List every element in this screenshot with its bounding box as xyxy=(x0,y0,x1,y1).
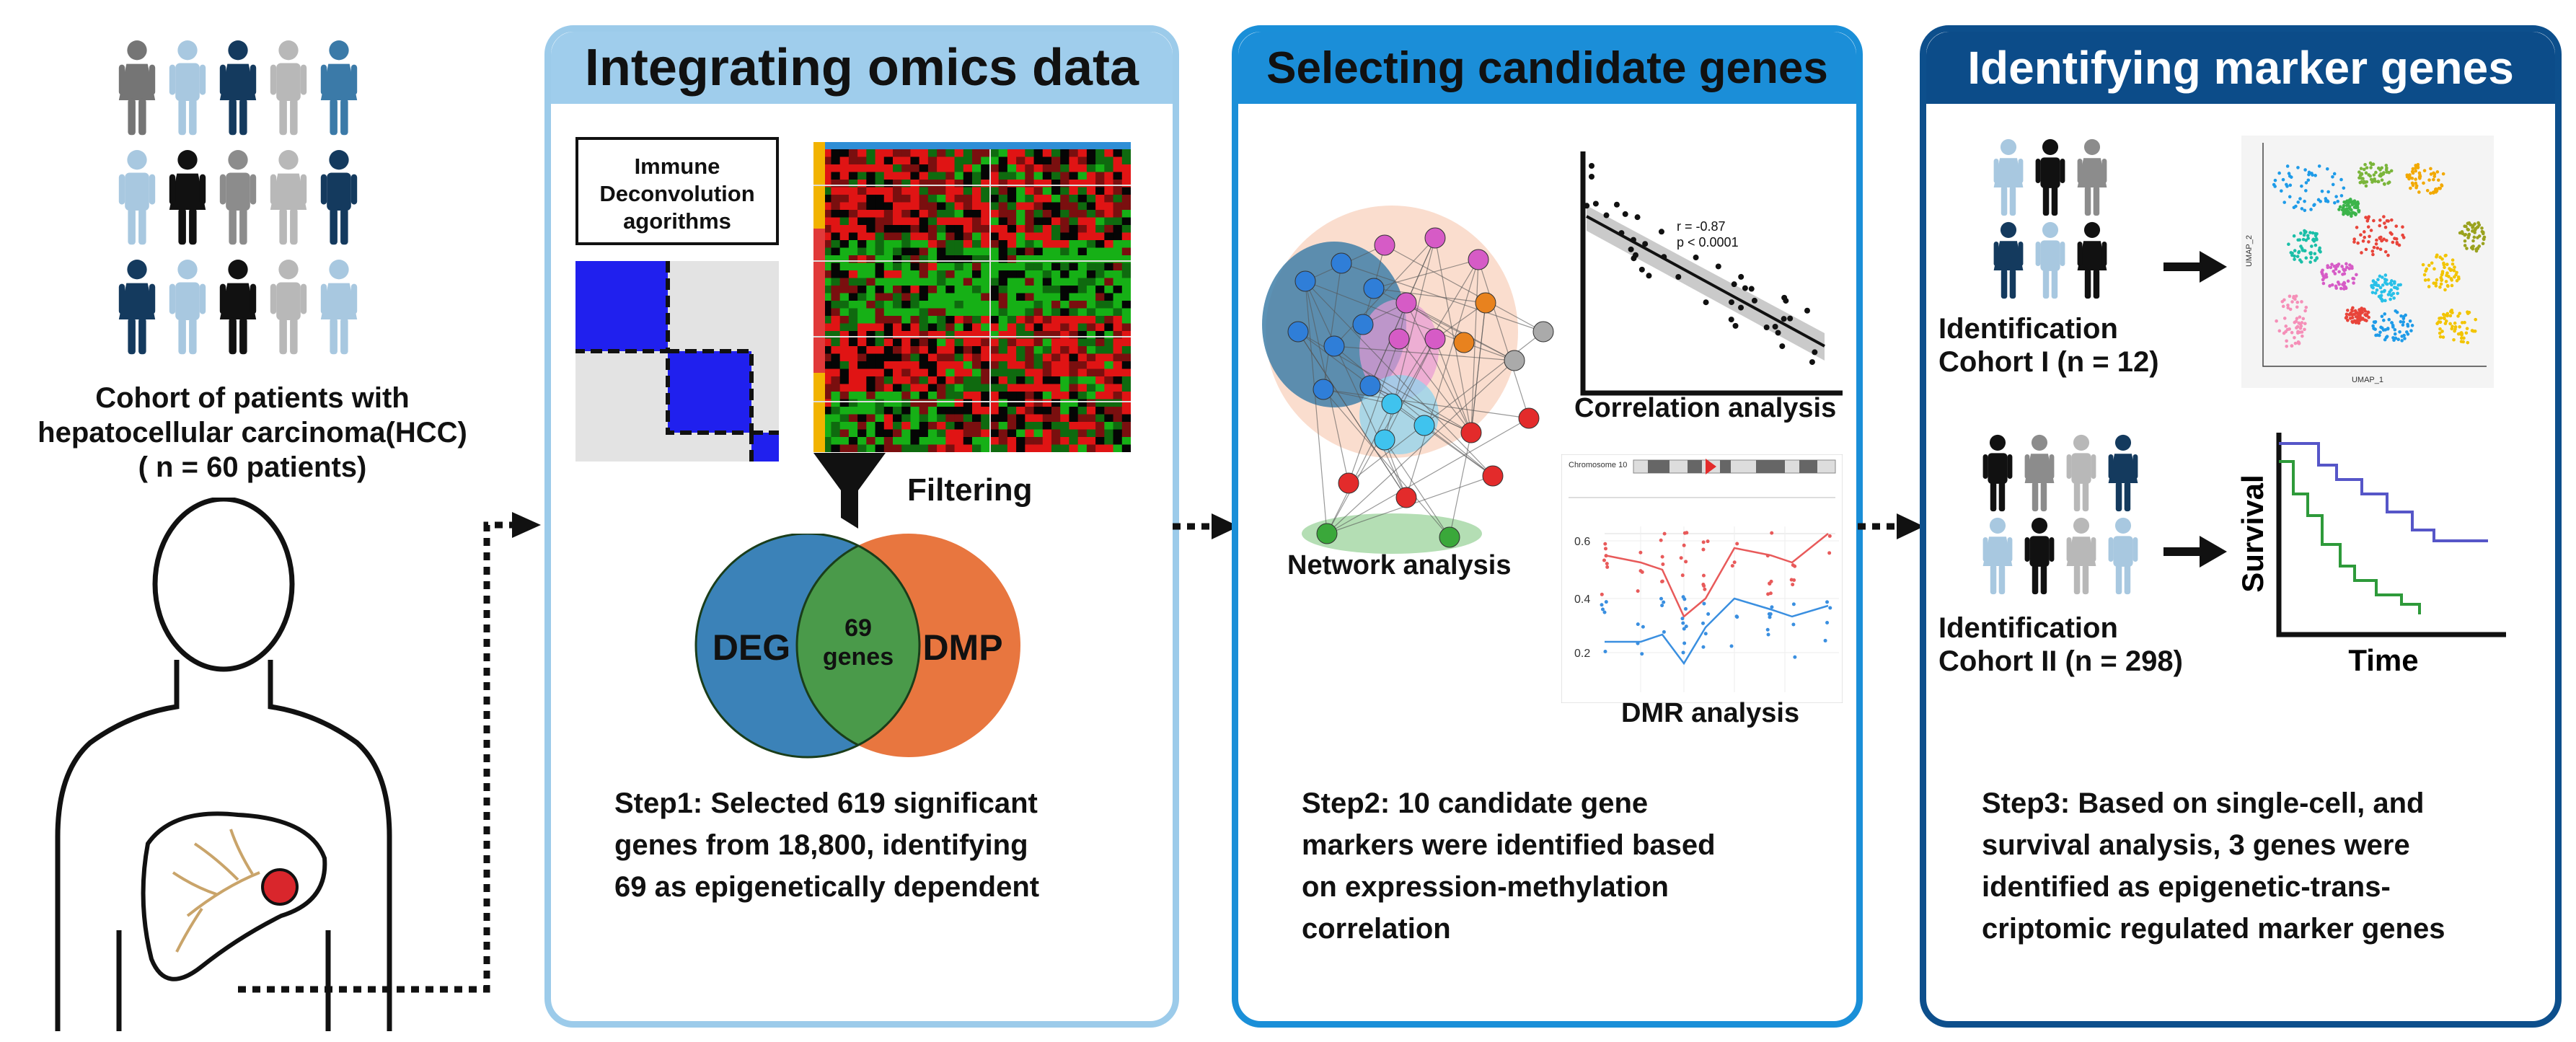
cohort2-person-icon xyxy=(2108,434,2138,512)
filtering-label: Filtering xyxy=(907,472,1033,508)
survival-xlabel: Time xyxy=(2348,643,2418,677)
cohort1-person-icon xyxy=(2035,221,2065,299)
cohort-people-icon xyxy=(118,40,358,355)
cohort-person-icon xyxy=(118,260,156,355)
step3-text: Step3: Based on single-cell, and surviva… xyxy=(1982,782,2445,950)
flow-connector-to-step2 xyxy=(1173,513,1239,539)
cohort2-line-2: Cohort II (n = 298) xyxy=(1938,645,2183,677)
dmr-analysis-label: DMR analysis xyxy=(1621,698,1800,728)
step1-line-2: genes from 18,800, identifying xyxy=(614,829,1028,861)
flow-connector-to-step3 xyxy=(1858,513,1924,539)
immune-deconvolution-box: Immune Deconvolution agorithms xyxy=(575,137,779,245)
survival-curve-icon: Survival Time xyxy=(2236,433,2506,677)
dmr-plot-icon: Chromosome 10 0.6 0.4 0.2 xyxy=(1561,454,1843,703)
immune-line-2: Deconvolution xyxy=(599,181,755,206)
cohort-person-icon xyxy=(320,260,358,355)
cohort-caption: Cohort of patients with hepatocellular c… xyxy=(0,381,505,485)
cohort2-people-icon xyxy=(1982,434,2138,595)
corr-p-label: p < 0.0001 xyxy=(1677,235,1739,250)
step2-line-4: correlation xyxy=(1302,913,1451,945)
survival-ylabel: Survival xyxy=(2236,474,2270,592)
cohort2-person-icon xyxy=(1982,434,2013,512)
arrow-right-icon-2 xyxy=(2163,536,2227,568)
step2-text: Step2: 10 candidate gene markers were id… xyxy=(1302,782,1716,950)
venn-overlap-count: 69 xyxy=(844,614,872,642)
immune-line-3: agorithms xyxy=(623,208,731,234)
panel-2-title: Selecting candidate genes xyxy=(1238,32,1856,104)
venn-deg-label: DEG xyxy=(713,627,790,668)
correlation-plot-icon: r = -0.87p < 0.0001 xyxy=(1580,151,1843,396)
cohort1-person-icon xyxy=(1993,138,2024,216)
cohort-person-icon xyxy=(118,40,156,136)
cohort1-people-icon xyxy=(1993,138,2107,299)
step1-line-1: Step1: Selected 619 significant xyxy=(614,787,1038,819)
umap-plot-icon: UMAP_1 UMAP_2 xyxy=(2241,136,2494,388)
cohort1-person-icon xyxy=(1993,221,2024,299)
step2-line-1: Step2: 10 candidate gene xyxy=(1302,787,1649,819)
cohort-person-icon xyxy=(219,150,257,245)
cohort-person-icon xyxy=(270,40,307,136)
corr-r-label: r = -0.87 xyxy=(1677,219,1726,234)
cohort-person-icon xyxy=(169,40,206,136)
block-matrix-icon xyxy=(575,261,779,462)
network-analysis-label: Network analysis xyxy=(1287,550,1512,580)
cohort-person-icon xyxy=(118,150,156,245)
panel-1-title: Integrating omics data xyxy=(551,32,1173,104)
panel-3-title: Identifying marker genes xyxy=(1926,32,2555,104)
network-graph-icon xyxy=(1262,206,1554,554)
step3-line-3: identified as epigenetic-trans- xyxy=(1982,871,2391,903)
cohort2-person-icon xyxy=(2066,517,2096,595)
cohort1-person-icon xyxy=(2035,138,2065,216)
cohort1-person-icon xyxy=(2077,221,2107,299)
cohort-person-icon xyxy=(270,150,307,245)
cohort1-line-1: Identification xyxy=(1938,313,2118,345)
cohort-person-icon xyxy=(219,260,257,355)
venn-diagram: DEG 69 genes DMP xyxy=(694,534,1020,759)
immune-line-1: Immune xyxy=(634,154,720,179)
step3-line-2: survival analysis, 3 genes were xyxy=(1982,829,2410,861)
dmr-axis-tick: 0.2 xyxy=(1574,648,1590,660)
cohort2-person-icon xyxy=(2024,517,2055,595)
cohort1-person-icon xyxy=(2077,138,2107,216)
umap-y-label: UMAP_2 xyxy=(2245,235,2254,267)
step1-line-3: 69 as epigenetically dependent xyxy=(614,871,1040,903)
cohort1-line-2: Cohort I (n = 12) xyxy=(1938,346,2159,378)
umap-x-label: UMAP_1 xyxy=(2352,376,2383,384)
cohort2-person-icon xyxy=(1982,517,2013,595)
cohort2-person-icon xyxy=(2024,434,2055,512)
cohort-line-1: Cohort of patients with xyxy=(95,382,410,414)
dmr-axis-tick: 0.4 xyxy=(1574,593,1590,606)
cohort-person-icon xyxy=(169,150,206,245)
cohort1-caption: Identification Cohort I (n = 12) xyxy=(1938,312,2159,379)
flow-connector-to-step1 xyxy=(238,512,541,993)
human-body-liver-icon xyxy=(55,498,392,1031)
cohort-person-icon xyxy=(169,260,206,355)
cohort-person-icon xyxy=(219,40,257,136)
cohort2-person-icon xyxy=(2066,434,2096,512)
cohort-person-icon xyxy=(320,40,358,136)
venn-dmp-label: DMP xyxy=(922,627,1002,668)
arrow-right-icon xyxy=(2163,251,2227,283)
step3-line-1: Step3: Based on single-cell, and xyxy=(1982,787,2425,819)
cohort-line-2: hepatocellular carcinoma(HCC) xyxy=(38,417,467,449)
heatmap-icon xyxy=(813,142,1131,452)
step2-line-2: markers were identified based xyxy=(1302,829,1716,861)
step1-text: Step1: Selected 619 significant genes fr… xyxy=(614,782,1039,908)
liver-icon xyxy=(141,811,327,981)
cohort2-person-icon xyxy=(2108,517,2138,595)
cohort-person-icon xyxy=(270,260,307,355)
funnel-icon xyxy=(813,453,886,529)
cohort2-line-1: Identification xyxy=(1938,612,2118,644)
cohort2-caption: Identification Cohort II (n = 298) xyxy=(1938,611,2183,678)
cohort-person-icon xyxy=(320,150,358,245)
venn-overlap-genes: genes xyxy=(823,643,894,671)
dmr-axis-tick: 0.6 xyxy=(1574,536,1590,548)
chromosome-label: Chromosome 10 xyxy=(1569,461,1627,469)
step3-line-4: criptomic regulated marker genes xyxy=(1982,913,2445,945)
cohort-line-3: ( n = 60 patients) xyxy=(138,451,367,483)
correlation-analysis-label: Correlation analysis xyxy=(1574,393,1837,423)
step2-line-3: on expression-methylation xyxy=(1302,871,1669,903)
